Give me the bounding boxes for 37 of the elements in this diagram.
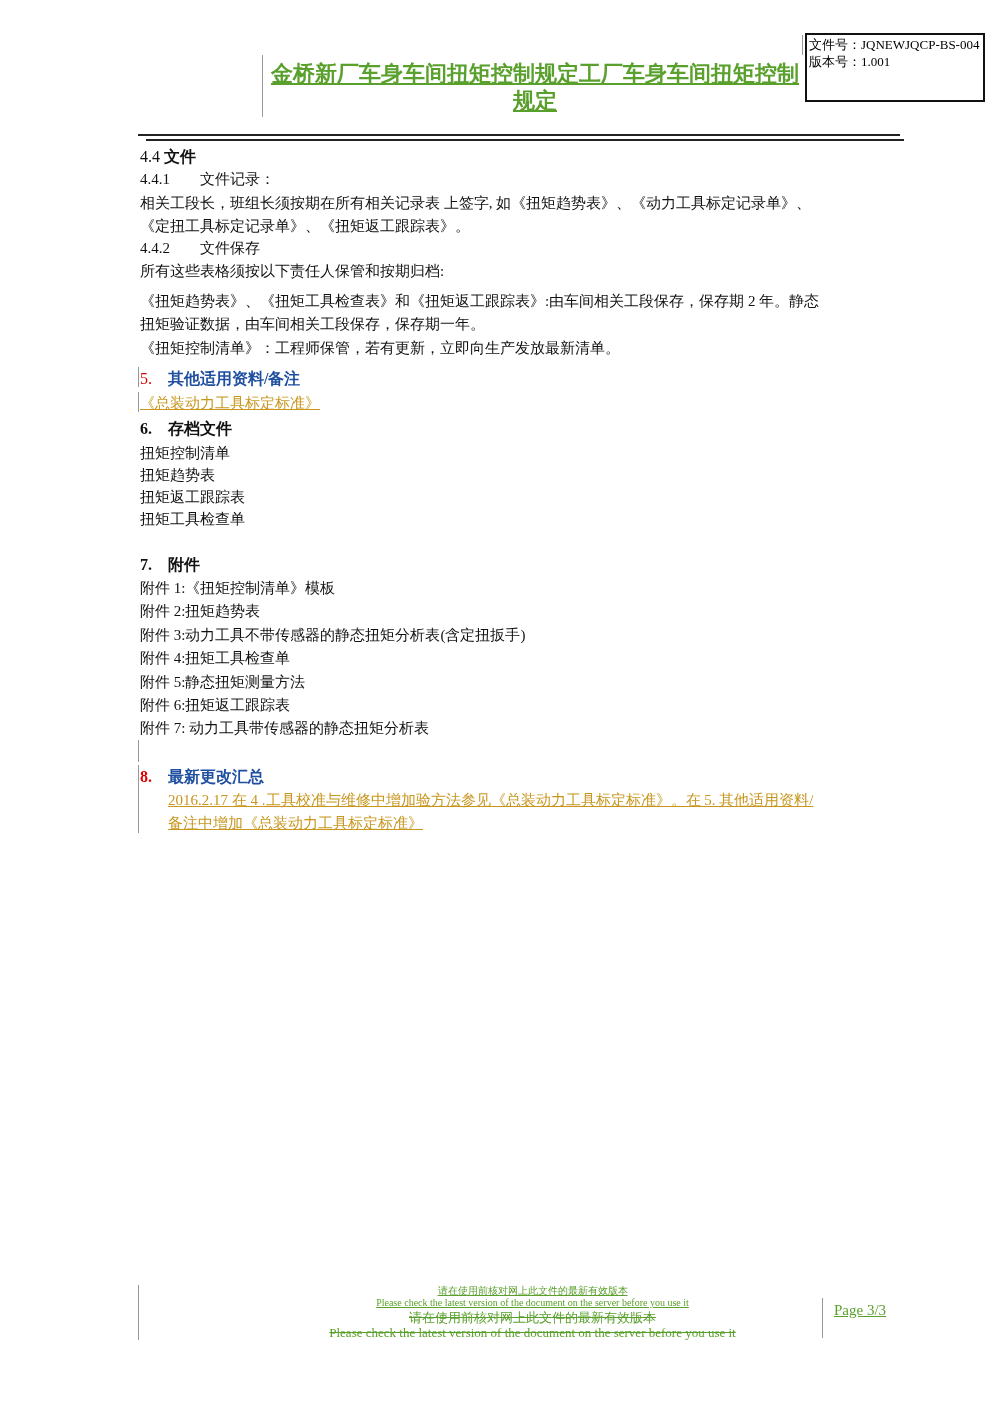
list-item: 附件 1:《扭矩控制清单》模板 xyxy=(140,579,337,598)
reference-link: 《总装动力工具标定标准》 xyxy=(140,394,321,413)
body-text: 所有这些表格须按以下责任人保管和按期归档: xyxy=(140,262,446,281)
subsection-heading: 4.4.2 文件保存 xyxy=(140,239,261,258)
list-item: 附件 4:扭矩工具检查单 xyxy=(140,649,292,668)
section-heading: 4.4 文件 xyxy=(140,147,197,167)
section-number: 5. xyxy=(140,369,153,389)
body-text: 《扭矩控制清单》：工程师保管，若有更新，立即向生产发放最新清单。 xyxy=(140,339,621,358)
list-item: 附件 7: 动力工具带传感器的静态扭矩分析表 xyxy=(140,719,431,738)
list-item: 附件 6:扭矩返工跟踪表 xyxy=(140,696,292,715)
list-item: 扭矩控制清单 xyxy=(140,444,231,463)
section-number: 6. xyxy=(140,419,153,439)
document-info-box xyxy=(805,33,985,102)
info-text: 版本号：1.001 xyxy=(809,53,892,70)
section-number: 7. xyxy=(140,555,153,575)
body-paragraph: 相关工段长，班组长须按期在所有相关记录表 上签字, 如《扭矩趋势表》、《动力工具标定记录单》、《定扭工具标定记录单》、《扭矩返工跟踪表》。 xyxy=(140,194,813,236)
list-item: 扭矩工具检查单 xyxy=(140,510,246,529)
list-item: 扭矩返工跟踪表 xyxy=(140,488,246,507)
document-title: 金桥新厂车身车间扭矩控制规定工厂车身车间扭矩控制规定 xyxy=(270,60,800,114)
footer-note: Please check the latest version of the document on the server before you use it xyxy=(328,1325,737,1340)
list-item: 附件 5:静态扭矩测量方法 xyxy=(140,673,307,692)
section-number: 8. xyxy=(140,767,153,787)
section-heading: 附件 xyxy=(168,555,201,575)
section-heading: 其他适用资料/备注 xyxy=(168,369,302,389)
footer-note: 请在使用前核对网上此文件的最新有效版本 xyxy=(436,1285,629,1297)
footer-note: 请在使用前核对网上此文件的最新有效版本 xyxy=(408,1310,657,1325)
change-note: 2016.2.17 在 4 .工具校准与维修中增加验方法参见《总装动力工具标定标准》。在 5. 其他适用资料/备注中增加《总装动力工具标定标准》 xyxy=(168,791,815,833)
info-text: 文件号：JQNEWJQCP-BS-004 xyxy=(809,36,981,53)
section-heading: 存档文件 xyxy=(168,419,233,439)
subsection-heading: 4.4.1 文件记录： xyxy=(140,170,276,189)
list-item: 附件 2:扭矩趋势表 xyxy=(140,602,262,621)
list-item: 附件 3:动力工具不带传感器的静态扭矩分析表(含定扭扳手) xyxy=(140,626,527,645)
footer-note: Please check the latest version of the document on the server before you use it xyxy=(375,1297,690,1309)
section-heading: 最新更改汇总 xyxy=(168,767,265,787)
body-paragraph: 《扭矩趋势表》、《扭矩工具检查表》和《扭矩返工跟踪表》:由车间相关工段保存，保存期 2 年。静态扭矩验证数据，由车间相关工段保存，保存期一年。 xyxy=(140,292,820,334)
list-item: 扭矩趋势表 xyxy=(140,466,216,485)
page-number: Page 3/3 xyxy=(834,1301,888,1320)
